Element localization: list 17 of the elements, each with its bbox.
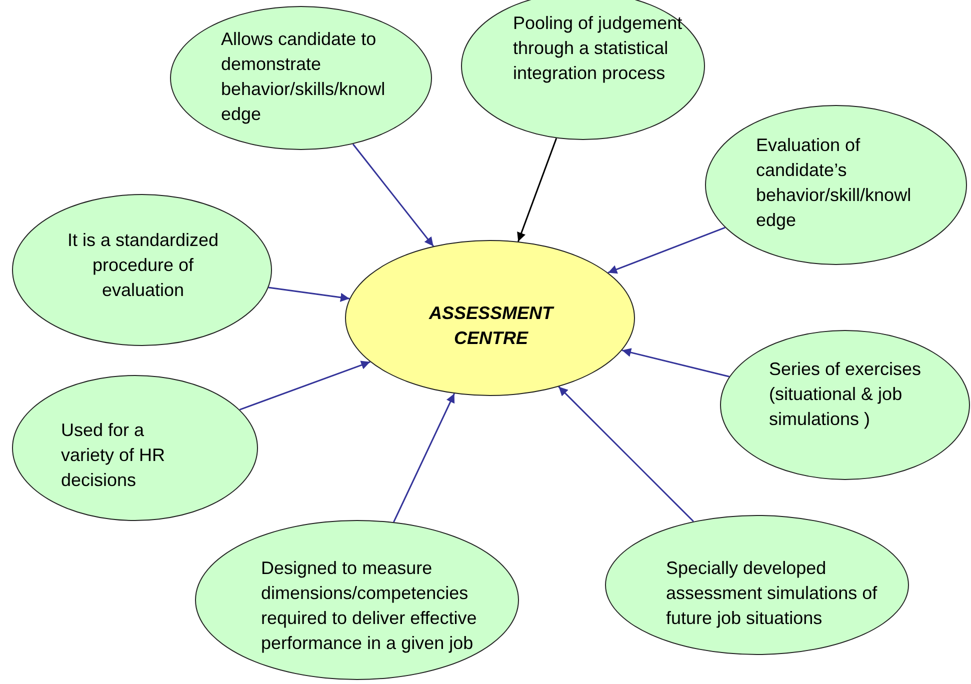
arrow xyxy=(517,138,558,242)
arrow xyxy=(608,226,726,274)
arrow xyxy=(558,386,694,522)
node-text: Used for a variety of HR decisions xyxy=(61,419,166,492)
arrow xyxy=(622,348,730,378)
node-text: Series of exercises (situational & job simulations ) xyxy=(769,358,922,431)
node-text: Allows candidate to demonstrate behavior/skills/knowledge xyxy=(221,28,386,126)
central-title: ASSESSMENT CENTRE xyxy=(428,302,556,350)
arrow xyxy=(352,144,434,247)
node-text: It is a standardized procedure of evaluation xyxy=(66,229,220,302)
node-text: Designed to measure dimensions/competencies required to deliver effective performance in a given job xyxy=(261,557,478,655)
node-text: Specially developed assessment simulations of future job situations xyxy=(666,557,878,630)
arrow xyxy=(239,360,370,410)
arrow xyxy=(268,286,350,302)
node-text: Evaluation of candidate’s behavior/skill/knowledge xyxy=(756,134,912,232)
node-text: Pooling of judgement through a statistical integration process xyxy=(513,12,684,85)
arrow xyxy=(393,393,455,522)
